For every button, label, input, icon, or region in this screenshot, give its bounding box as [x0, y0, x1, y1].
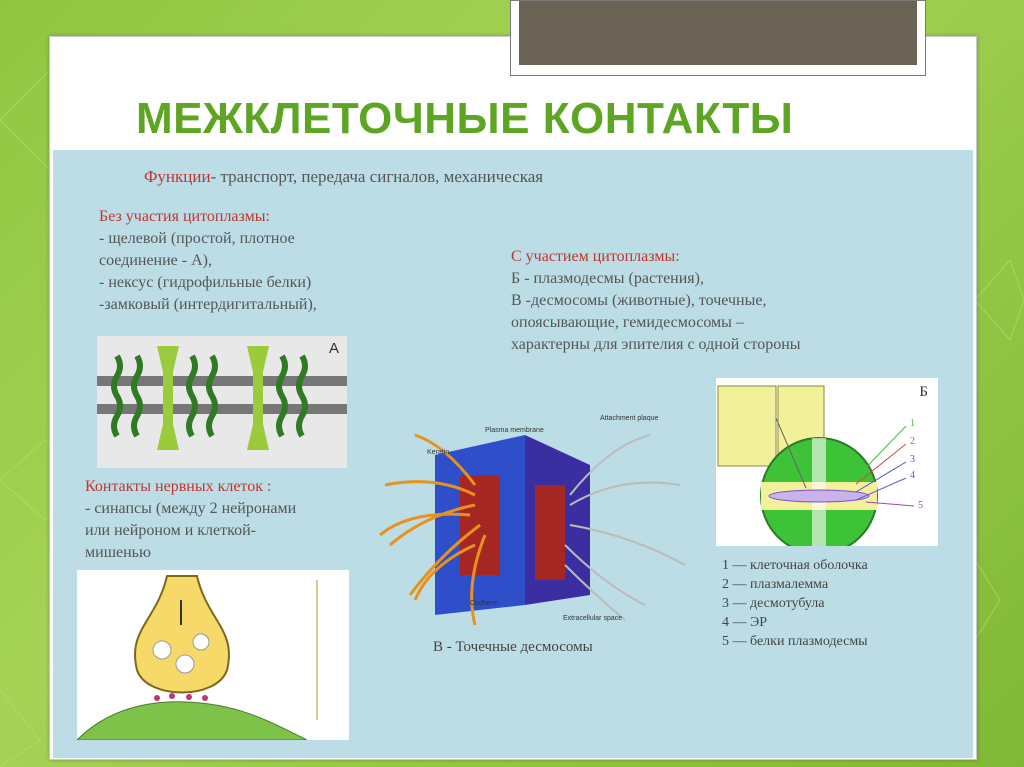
synapse-figure [75, 570, 349, 741]
figure-b-number: 1 [910, 418, 915, 429]
figure-b-number: 2 [910, 436, 915, 447]
with-cytoplasm-block: С участием цитоплазмы: Б - плазмодесмы (… [511, 246, 801, 356]
without-line: - щелевой (простой, плотное [99, 230, 295, 247]
figure-b-number: 4 [910, 470, 915, 481]
nerve-line: - синапсы (между 2 нейронами [85, 500, 297, 517]
slide-title: МЕЖКЛЕТОЧНЫЕ КОНТАКТЫ [136, 94, 794, 143]
content-area: Функции- транспорт, передача сигналов, м… [53, 150, 973, 758]
figure-b-label: Б [919, 384, 928, 400]
functions-text: - транспорт, передача сигналов, механиче… [210, 167, 544, 186]
legend-item: 3 — десмотубула [722, 596, 825, 611]
desmosome-figure: Plasma membrane Attachment plaque Kerati… [375, 415, 695, 630]
keratin-label: Keratin [427, 449, 450, 456]
functions-line: Функции- транспорт, передача сигналов, м… [144, 166, 543, 188]
without-cytoplasm-heading: Без участия цитоплазмы: [99, 208, 270, 225]
legend-item: 2 — плазмалемма [722, 577, 829, 592]
without-line: соединение - А), [99, 252, 212, 269]
title-decoration [510, 0, 926, 76]
with-line: опоясывающие, гемидесмосомы – [511, 314, 744, 331]
with-cytoplasm-heading: С участием цитоплазмы: [511, 248, 680, 265]
functions-label: Функции [144, 167, 211, 186]
extracellular-space-label: Extracellular space [563, 615, 623, 622]
figure-b-number: 3 [910, 454, 915, 465]
without-cytoplasm-block: Без участия цитоплазмы: - щелевой (прост… [99, 206, 317, 316]
desmosome-caption: В - Точечные десмосомы [433, 639, 593, 655]
nerve-line: мишенью [85, 544, 151, 561]
cadherin-label: Cadherin [470, 600, 499, 607]
legend-item: 4 — ЭР [722, 615, 768, 630]
figure-b-number: 5 [918, 500, 923, 511]
without-line: - нексус (гидрофильные белки) [99, 274, 312, 291]
plasma-membrane-label: Plasma membrane [485, 427, 544, 434]
without-line: -замковый (интердигитальный), [99, 296, 317, 313]
plasmodesma-legend: 1 — клеточная оболочка 2 — плазмалемма 3… [722, 556, 868, 651]
attachment-plaque-label: Attachment plaque [600, 415, 659, 422]
figure-a-label: А [328, 340, 339, 357]
nerve-contacts-heading: Контакты нервных клеток : [85, 478, 272, 495]
legend-item: 5 — белки плазмодесмы [722, 634, 868, 649]
plasmodesma-figure: Б 1 2 3 4 5 [716, 378, 938, 555]
with-line: Б - плазмодесмы (растения), [511, 270, 704, 287]
nerve-contacts-block: Контакты нервных клеток : - синапсы (меж… [85, 476, 296, 564]
with-line: В -десмосомы (животные), точечные, [511, 292, 767, 309]
legend-item: 1 — клеточная оболочка [722, 558, 868, 573]
gap-junction-figure: А [97, 336, 347, 468]
with-line: характерны для эпителия с одной стороны [511, 336, 801, 353]
nerve-line: или нейроном и клеткой- [85, 522, 256, 539]
